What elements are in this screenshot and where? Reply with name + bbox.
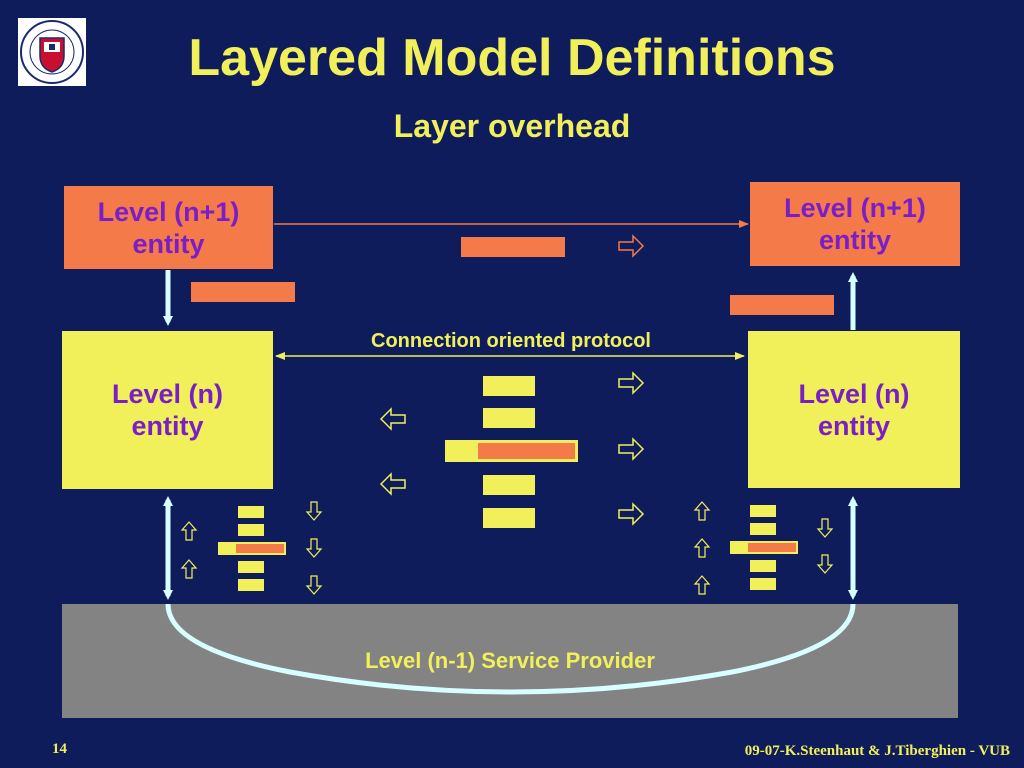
left-mid-entity-label: Level (n) entity: [111, 379, 224, 441]
pdu-bar-right: [730, 295, 834, 315]
hollow-up-arrow-icon: [693, 501, 711, 521]
hollow-down-arrow-icon: [305, 501, 323, 521]
protocol-label: Connection oriented protocol: [371, 330, 651, 352]
right-upper-entity-label: Level (n+1) entity: [784, 193, 926, 255]
slide-subtitle: Layer overhead: [393, 108, 631, 144]
left-mid-entity: Level (n) entity: [62, 331, 273, 489]
hollow-down-arrow-icon: [816, 518, 834, 538]
hollow-down-arrow-icon: [816, 554, 834, 574]
slide-title: Layered Model Definitions: [188, 29, 836, 87]
right-upper-entity: Level (n+1) entity: [750, 182, 960, 266]
hollow-up-arrow-icon: [693, 538, 711, 558]
service-provider-area: [62, 604, 958, 718]
service-provider-label: Level (n-1) Service Provider: [365, 648, 655, 673]
hollow-right-arrow-icon: [618, 371, 645, 395]
university-logo: [18, 18, 86, 86]
hollow-right-arrow-icon: [618, 234, 645, 258]
left-upper-entity-label: Level (n+1) entity: [97, 196, 240, 259]
left-upper-entity: Level (n+1) entity: [64, 186, 273, 269]
hollow-down-arrow-icon: [305, 575, 323, 595]
hollow-down-arrow-icon: [305, 538, 323, 558]
right-segment-stack: [730, 505, 798, 590]
left-segment-stack: [218, 506, 286, 591]
right-mid-entity: Level (n) entity: [748, 331, 960, 488]
university-seal-icon: [20, 20, 84, 84]
hollow-up-arrow-icon: [180, 521, 198, 541]
hollow-right-arrow-icon: [618, 437, 645, 461]
hollow-left-arrow-icon: [379, 407, 406, 431]
right-mid-entity-label: Level (n) entity: [798, 378, 910, 441]
hollow-left-arrow-icon: [379, 472, 406, 496]
pdu-bar-top: [461, 237, 565, 257]
center-segment-stack: [445, 376, 578, 528]
provider-channel-curve: [165, 603, 856, 695]
hollow-up-arrow-icon: [180, 559, 198, 579]
footer-credit: 09-07-K.Steenhaut & J.Tiberghien - VUB: [744, 743, 1010, 759]
page-number: 14: [52, 741, 67, 757]
hollow-up-arrow-icon: [693, 575, 711, 595]
pdu-bar-left: [191, 282, 295, 302]
hollow-right-arrow-icon: [618, 502, 645, 526]
